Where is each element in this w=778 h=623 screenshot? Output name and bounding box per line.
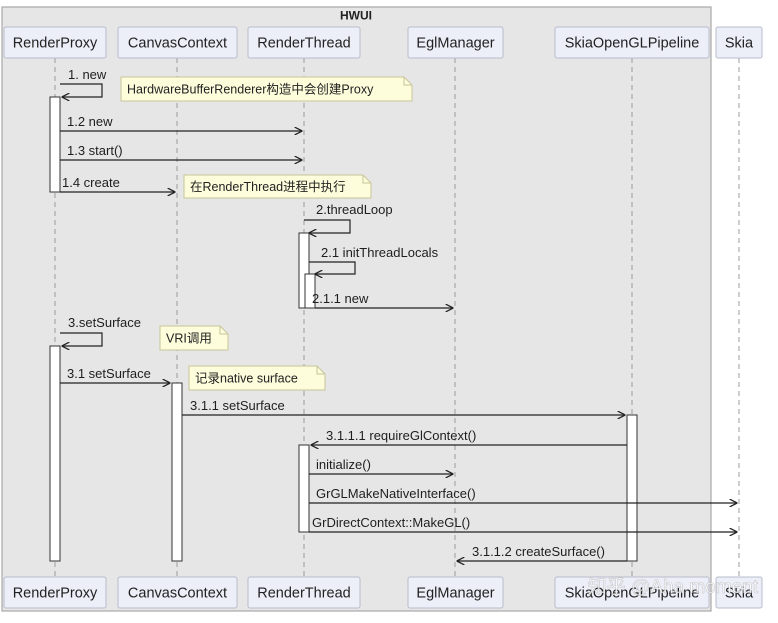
participant-box — [407, 26, 504, 59]
note-box — [159, 325, 229, 351]
participant-box — [407, 576, 504, 609]
message-label: 3.setSurface — [68, 315, 141, 330]
message-8: 3.setSurface — [60, 315, 141, 346]
message-label: 1.2 new — [67, 114, 113, 129]
participant-box — [715, 576, 763, 609]
participant-box — [554, 576, 710, 609]
participant-label: RenderThread — [257, 36, 351, 52]
note-3: VRI调用 — [159, 325, 229, 351]
participant-label: EglManager — [416, 586, 494, 602]
note-label: 记录native surface — [195, 372, 298, 386]
participant-rp-bottom: RenderProxy — [3, 576, 107, 609]
note-label: HardwareBufferRenderer构造中会创建Proxy — [127, 82, 374, 97]
participant-label: RenderThread — [257, 586, 351, 602]
note-2: 在RenderThread进程中执行 — [183, 174, 372, 199]
message-label: GrGLMakeNativeInterface() — [316, 486, 476, 501]
participant-box — [715, 26, 763, 59]
message-15: 3.1.1.2 createSurface() — [457, 544, 627, 561]
message-14: GrDirectContext::MakeGL() — [309, 515, 737, 532]
participant-rp-top: RenderProxy — [3, 26, 107, 59]
message-label: 3.1.1 setSurface — [190, 398, 285, 413]
message-2: 1.2 new — [60, 114, 302, 131]
note-label: VRI调用 — [166, 332, 212, 346]
message-5: 2.threadLoop — [304, 202, 393, 233]
activation-bar-sp — [626, 414, 638, 562]
participant-label: CanvasContext — [128, 36, 227, 52]
note-box — [188, 365, 326, 391]
participant-em-top: EglManager — [407, 26, 504, 59]
participant-rt-bottom: RenderThread — [247, 576, 361, 609]
message-13: GrGLMakeNativeInterface() — [309, 486, 737, 503]
message-11: 3.1.1.1 requireGlContext() — [311, 428, 627, 445]
message-label: 2.1.1 new — [312, 291, 369, 306]
hwui-group-title: HWUI — [340, 9, 372, 23]
note-1: HardwareBufferRenderer构造中会创建Proxy — [120, 76, 413, 102]
participant-label: RenderProxy — [13, 36, 98, 52]
activation-bar-rt — [298, 444, 310, 533]
message-label: 3.1.1.1 requireGlContext() — [326, 428, 476, 443]
participant-em-bottom: EglManager — [407, 576, 504, 609]
participant-box — [3, 26, 107, 59]
participant-box — [247, 26, 361, 59]
activation-bar-rp — [49, 96, 61, 193]
activation-bar-rt — [304, 273, 316, 309]
participant-cc-top: CanvasContext — [117, 26, 238, 59]
message-10: 3.1.1 setSurface — [182, 398, 625, 415]
message-6: 2.1 initThreadLocals — [309, 245, 439, 274]
message-label: 3.1 setSurface — [67, 366, 151, 381]
participant-label: CanvasContext — [128, 586, 227, 602]
message-1: 1. new — [60, 67, 107, 97]
message-arrow — [60, 332, 103, 346]
hwui-group-frame — [1, 6, 712, 612]
participant-rt-top: RenderThread — [247, 26, 361, 59]
participant-sp-top: SkiaOpenGLPipeline — [554, 26, 710, 59]
participant-label: RenderProxy — [13, 586, 98, 602]
message-label: 1.3 start() — [67, 143, 123, 158]
message-3: 1.3 start() — [60, 143, 302, 160]
participant-cc-bottom: CanvasContext — [117, 576, 238, 609]
note-4: 记录native surface — [188, 365, 326, 391]
participant-label: Skia — [725, 586, 754, 602]
participant-sk-bottom: Skia — [715, 576, 763, 609]
message-arrow — [304, 219, 351, 233]
participant-sk-top: Skia — [715, 26, 763, 59]
message-arrow — [60, 83, 103, 97]
watermark-text: 知乎 @Aha moment — [588, 576, 759, 598]
message-4: 1.4 create — [60, 175, 175, 192]
note-box — [120, 76, 413, 102]
participant-box — [117, 576, 238, 609]
activation-bar-rp — [49, 345, 61, 562]
participant-sp-bottom: SkiaOpenGLPipeline — [554, 576, 710, 609]
activation-bar-cc — [171, 382, 183, 562]
note-fold — [403, 77, 412, 86]
note-fold — [362, 175, 371, 184]
participant-box — [3, 576, 107, 609]
participant-label: Skia — [725, 36, 754, 52]
participant-box — [554, 26, 710, 59]
message-label: 3.1.1.2 createSurface() — [472, 544, 605, 559]
message-label: 1.4 create — [62, 175, 120, 190]
message-label: GrDirectContext::MakeGL() — [312, 515, 470, 530]
participant-label: SkiaOpenGLPipeline — [565, 586, 700, 602]
message-12: initialize() — [309, 457, 453, 474]
message-arrow — [309, 261, 356, 274]
message-label: 1. new — [68, 67, 107, 82]
participant-box — [247, 576, 361, 609]
note-box — [183, 174, 372, 199]
note-fold — [219, 326, 228, 335]
note-label: 在RenderThread进程中执行 — [190, 179, 346, 194]
message-9: 3.1 setSurface — [60, 366, 170, 383]
activation-bar-rt — [298, 232, 310, 309]
message-7: 2.1.1 new — [312, 291, 453, 308]
participant-box — [117, 26, 238, 59]
message-label: initialize() — [316, 457, 371, 472]
participant-label: SkiaOpenGLPipeline — [565, 36, 700, 52]
note-fold — [316, 366, 325, 375]
message-label: 2.threadLoop — [316, 202, 393, 217]
participant-label: EglManager — [416, 36, 494, 52]
message-label: 2.1 initThreadLocals — [321, 245, 439, 260]
